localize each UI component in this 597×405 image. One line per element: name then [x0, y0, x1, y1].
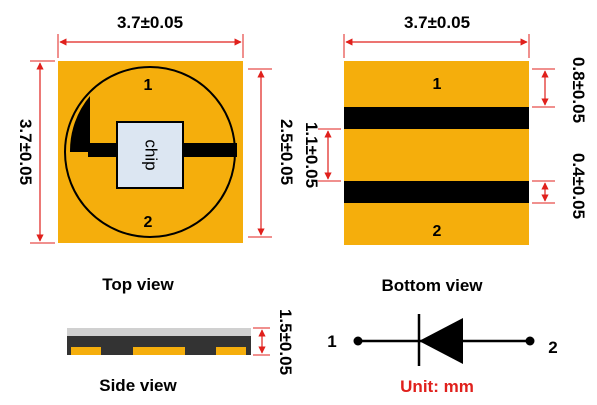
bottom-view-caption: Bottom view — [381, 276, 483, 295]
top-width-dim-text: 3.7±0.05 — [117, 13, 183, 32]
chip-label: chip — [142, 139, 161, 170]
top-pad1-label: 1 — [144, 77, 153, 94]
bar-dim-text: 0.4±0.05 — [569, 153, 588, 219]
right-trace — [182, 143, 237, 157]
diode-cathode-label: 2 — [548, 338, 557, 357]
anode-electrode — [69, 96, 90, 152]
bottom-view-body — [344, 61, 529, 245]
bottom-pad1-label: 1 — [433, 76, 442, 93]
top-view-caption: Top view — [102, 275, 174, 294]
bottom-pad2-label: 2 — [433, 223, 442, 240]
side-view-caption: Side view — [99, 376, 177, 395]
side-pad-right — [216, 347, 246, 355]
bottom-bar-lower — [344, 181, 529, 203]
gap-dim-text: 1.1±0.05 — [302, 122, 321, 188]
side-pad-center — [133, 347, 185, 355]
diode-terminal-right — [525, 336, 535, 346]
bottom-width-dim-text: 3.7±0.05 — [404, 13, 470, 32]
side-thickness-text: 1.5±0.05 — [276, 309, 295, 375]
bottom-bar-upper — [344, 107, 529, 129]
side-substrate — [67, 336, 251, 355]
diode-triangle — [419, 318, 463, 364]
side-view: 1.5±0.05 Side view — [67, 309, 295, 395]
diode-terminal-left — [353, 336, 363, 346]
top-height-dim-text: 3.7±0.05 — [16, 119, 35, 185]
top-gap-dim-text: 0.8±0.05 — [569, 57, 588, 123]
side-pad-left — [71, 347, 101, 355]
bottom-view: 1 2 3.7±0.05 1.1±0.05 0.8±0.05 0.4±0.05 … — [302, 13, 588, 295]
diode-symbol: 1 2 — [327, 314, 558, 366]
top-view: chip 1 2 3.7±0.05 3.7±0.05 2.5±0.05 Top … — [16, 13, 296, 294]
inner-dim-text: 2.5±0.05 — [277, 119, 296, 185]
diode-anode-label: 1 — [327, 332, 336, 351]
top-pad2-label: 2 — [144, 214, 153, 231]
unit-note: Unit: mm — [400, 377, 474, 396]
side-lens-layer — [67, 328, 251, 336]
chip — [116, 121, 184, 189]
left-trace — [88, 143, 118, 157]
